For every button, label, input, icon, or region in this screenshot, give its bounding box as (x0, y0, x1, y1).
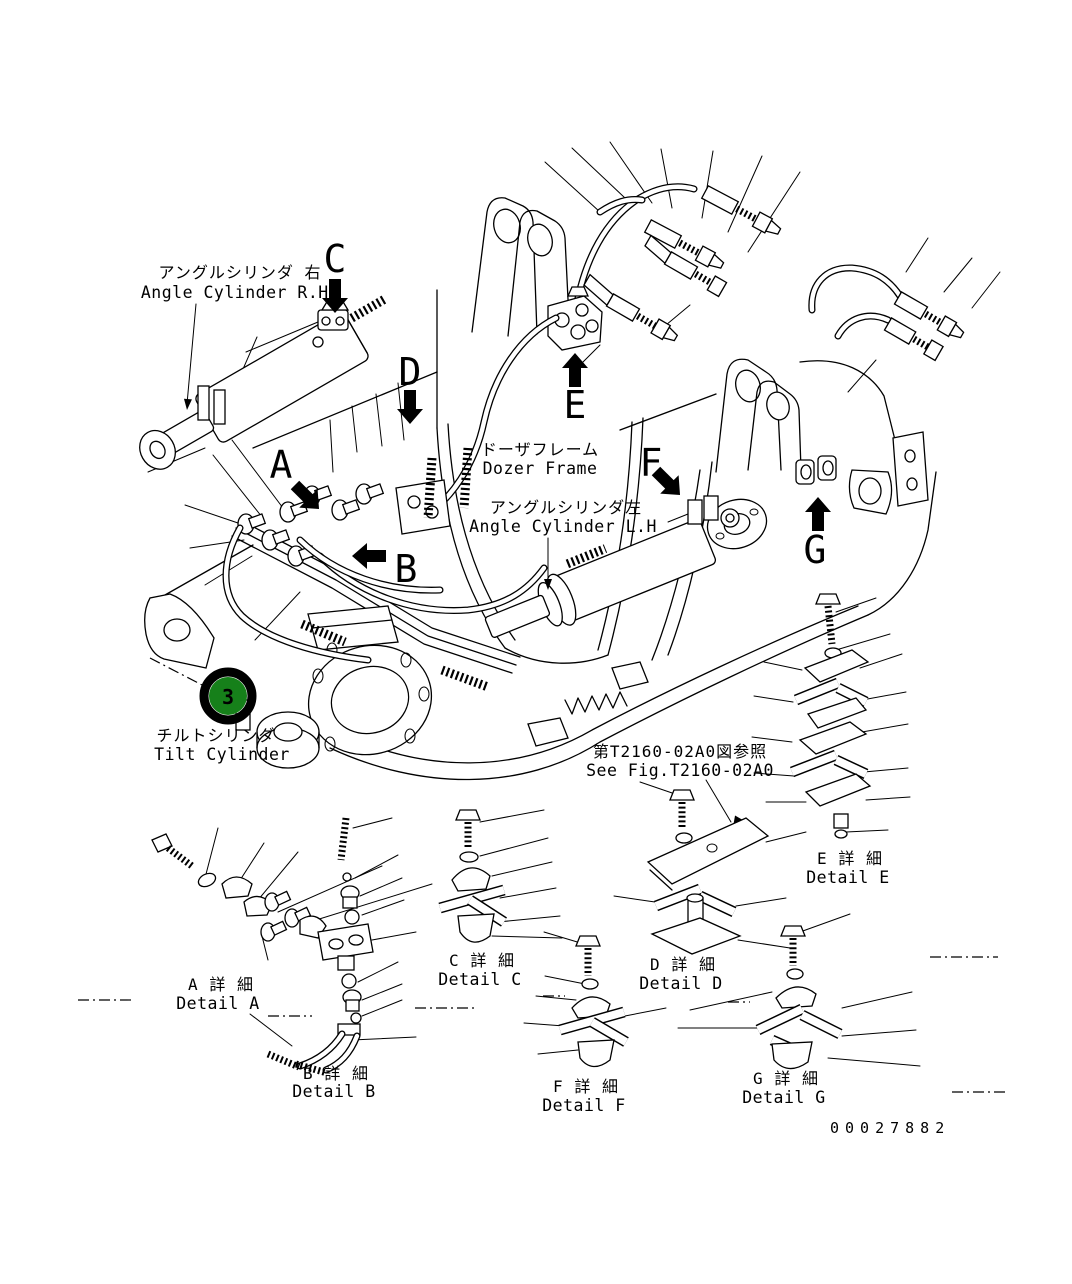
detail-c-label-en: Detail C (438, 970, 521, 989)
angle-cylinder-lh-assembly (484, 495, 740, 638)
detail-e-label-en: Detail E (806, 868, 889, 887)
section-marker-b: B (395, 547, 418, 591)
callout-number: 3 (222, 685, 234, 709)
hose-fitting (893, 291, 965, 339)
detail-f-view: F 詳 細 Detail F (523, 931, 667, 1115)
angle-cylinder-rh-assembly (139, 295, 387, 473)
detail-d-label-en: Detail D (639, 974, 722, 993)
label-dozer-frame-jp: ドーザフレーム (481, 440, 599, 459)
hose-fitting (643, 218, 725, 269)
hydraulic-hose-cluster-right (808, 237, 1001, 393)
label-tilt-cylinder-en: Tilt Cylinder (154, 745, 290, 764)
label-dozer-frame-en: Dozer Frame (483, 459, 598, 478)
section-marker-g: G (804, 528, 827, 572)
hydraulic-hose-cluster-top (572, 183, 782, 342)
hose-fitting (583, 273, 679, 342)
callout-balloon-3[interactable]: 3 (199, 667, 257, 725)
detail-e-label-jp: E 詳 細 (817, 849, 883, 868)
detail-f-label-en: Detail F (542, 1096, 625, 1115)
main-labels: アングルシリンダ 右 Angle Cylinder R.H. ドーザフレーム D… (141, 263, 774, 829)
cylinder-port-fitting-lh (667, 495, 740, 528)
label-see-fig-en: See Fig.T2160-02A0 (586, 761, 774, 780)
elbow-fittings-detail-a (260, 890, 312, 942)
detail-c-view: C 詳 細 Detail C (438, 809, 563, 989)
detail-g-view: G 詳 細 Detail G (677, 913, 921, 1107)
section-arrow-e-icon (562, 353, 588, 387)
section-marker-e: E (564, 383, 587, 427)
label-angle-cylinder-lh-en: Angle Cylinder L.H (469, 517, 657, 536)
detail-d-label-jp: D 詳 細 (650, 955, 716, 974)
section-marker-a: A (270, 443, 293, 487)
hose-clamp-assembly-g (795, 455, 837, 485)
label-tilt-cylinder-jp: チルトシリンダ (156, 726, 275, 745)
section-trace-marks (78, 956, 1006, 1093)
detail-a-label-jp: A 詳 細 (188, 975, 254, 994)
label-angle-cylinder-lh-jp: アングルシリンダ左 (490, 498, 642, 517)
label-angle-cylinder-rh-en: Angle Cylinder R.H. (141, 283, 339, 302)
section-arrow-g-icon (805, 497, 831, 531)
detail-d-view: D 詳 細 Detail D (613, 781, 807, 993)
section-marker-d: D (399, 350, 422, 394)
section-marker-c: C (324, 237, 347, 281)
piping-junction-cluster (184, 382, 548, 664)
section-arrow-b-icon (352, 543, 386, 569)
hose-fitting (644, 234, 728, 298)
detail-c-label-jp: C 詳 細 (449, 951, 515, 970)
detail-e-view: E 詳 細 Detail E (751, 593, 911, 887)
label-angle-cylinder-rh-jp: アングルシリンダ 右 (159, 263, 322, 282)
top-leader-lines (544, 141, 801, 371)
detail-f-label-jp: F 詳 細 (553, 1077, 619, 1096)
drawing-number: 00027882 (830, 1119, 950, 1137)
detail-a-view: A 詳 細 Detail A (151, 827, 433, 1013)
detail-b-label-en: Detail B (292, 1082, 375, 1101)
hose-fitting (700, 184, 782, 235)
detail-a-label-en: Detail A (176, 994, 259, 1013)
section-markers: A B C D E F G (270, 237, 831, 591)
detail-b-label-jp: B 詳 細 (303, 1064, 369, 1083)
manifold-block-e (547, 286, 603, 351)
detail-b-view: B 詳 細 Detail B (249, 817, 417, 1101)
hose-fitting (883, 317, 944, 362)
elbow-fittings (237, 483, 385, 567)
detail-g-label-jp: G 詳 細 (753, 1069, 819, 1088)
label-see-fig-jp: 第T2160-02A0図参照 (593, 742, 767, 761)
detail-g-label-en: Detail G (742, 1088, 825, 1107)
